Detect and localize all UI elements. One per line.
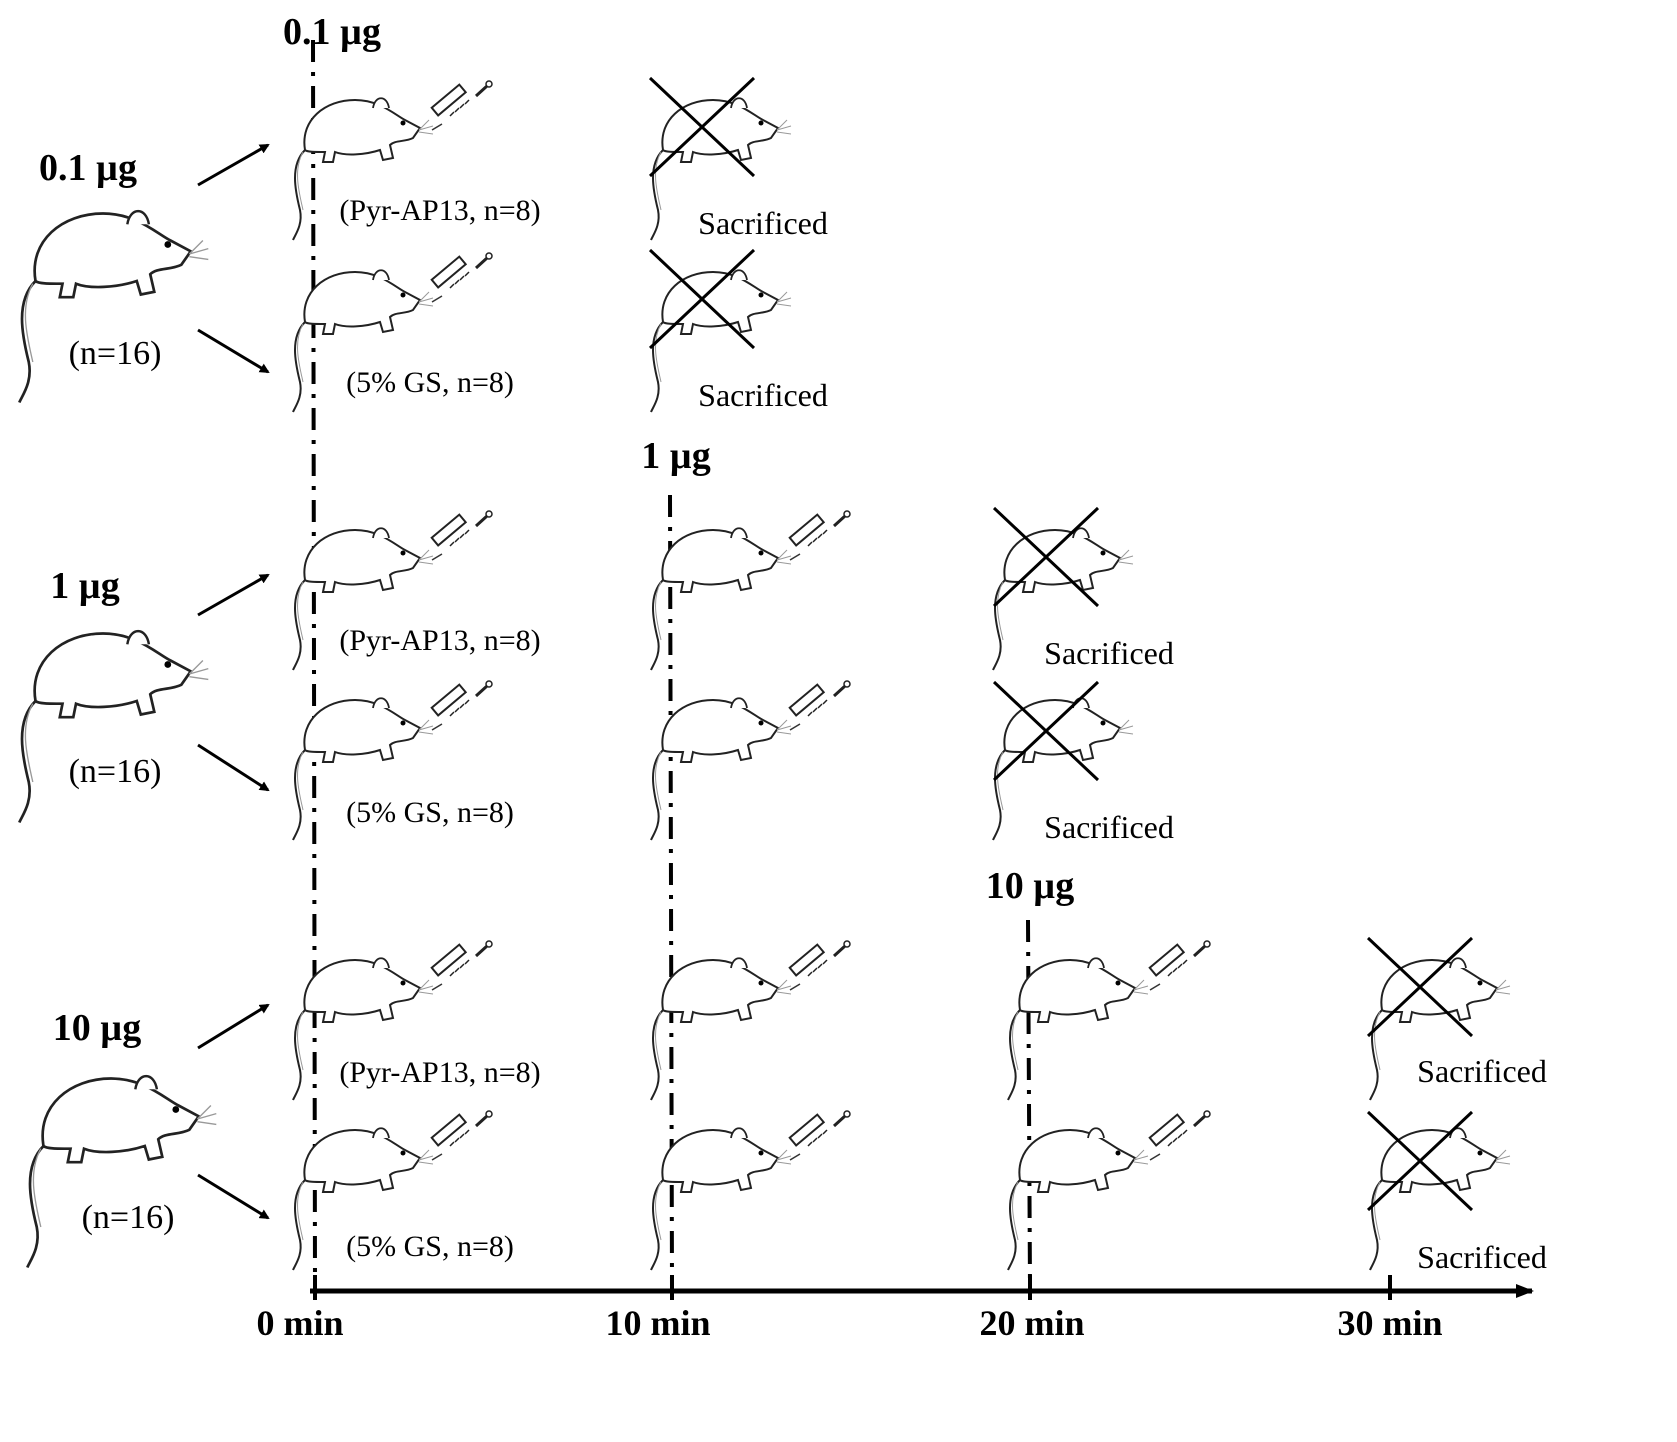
dose-count-1: (n=16) <box>69 753 162 790</box>
arrow-icon <box>197 328 270 374</box>
tick-label-30: 30 min <box>1337 1303 1442 1343</box>
syringe-icon <box>788 679 852 732</box>
syringe-icon <box>430 679 494 732</box>
syringe-icon <box>430 939 494 992</box>
tick-label-20: 20 min <box>979 1303 1084 1343</box>
dose-line-label-10: 10 µg <box>986 865 1074 907</box>
dose-label-10: 10 µg <box>53 1007 141 1049</box>
arrow-icon <box>197 1003 270 1050</box>
syringe-icon <box>788 939 852 992</box>
rat-icon <box>25 1074 218 1269</box>
tick-label-0: 0 min <box>256 1303 343 1343</box>
rat-icon <box>17 209 210 404</box>
syringe-icon <box>430 251 494 304</box>
group-control-label: (5% GS, n=8) <box>346 366 514 399</box>
syringe-icon <box>430 509 494 562</box>
group-treatment-label: (Pyr-AP13, n=8) <box>339 624 540 657</box>
dose-count-10: (n=16) <box>82 1199 175 1236</box>
sacrificed-label: Sacrificed <box>1417 1053 1547 1089</box>
rat-icon <box>17 629 210 824</box>
arrow-icon <box>197 143 270 187</box>
dose-label-0.1: 0.1 µg <box>39 147 137 189</box>
arrow-icon <box>197 743 270 792</box>
arrow-icon <box>197 573 270 617</box>
sacrificed-label: Sacrificed <box>698 377 828 413</box>
syringe-icon <box>1148 1109 1212 1162</box>
syringe-icon <box>430 79 494 132</box>
sacrificed-label: Sacrificed <box>1044 635 1174 671</box>
group-control-label: (5% GS, n=8) <box>346 796 514 829</box>
syringe-icon <box>430 1109 494 1162</box>
experiment-timeline-diagram: 0 min 10 min 20 min 30 min 0.1 µg 1 µg 1… <box>17 11 1547 1343</box>
dose-label-1: 1 µg <box>50 565 119 607</box>
dose-line-label-0.1: 0.1 µg <box>283 11 381 53</box>
tick-label-10: 10 min <box>605 1303 710 1343</box>
sacrificed-label: Sacrificed <box>698 205 828 241</box>
rat-icon <box>650 957 792 1101</box>
syringe-icon <box>788 1109 852 1162</box>
injection-line-0min <box>311 39 317 1289</box>
group-treatment-label: (Pyr-AP13, n=8) <box>339 194 540 227</box>
arrow-icon <box>197 1173 270 1220</box>
group-control-label: (5% GS, n=8) <box>346 1230 514 1263</box>
diagram-canvas: 0 min 10 min 20 min 30 min 0.1 µg 1 µg 1… <box>17 11 1547 1343</box>
dose-count-0.1: (n=16) <box>69 335 162 372</box>
syringe-icon <box>788 509 852 562</box>
dose-line-label-1: 1 µg <box>641 435 710 477</box>
sacrificed-label: Sacrificed <box>1044 809 1174 845</box>
syringe-icon <box>1148 939 1212 992</box>
sacrificed-label: Sacrificed <box>1417 1239 1547 1275</box>
group-treatment-label: (Pyr-AP13, n=8) <box>339 1056 540 1089</box>
